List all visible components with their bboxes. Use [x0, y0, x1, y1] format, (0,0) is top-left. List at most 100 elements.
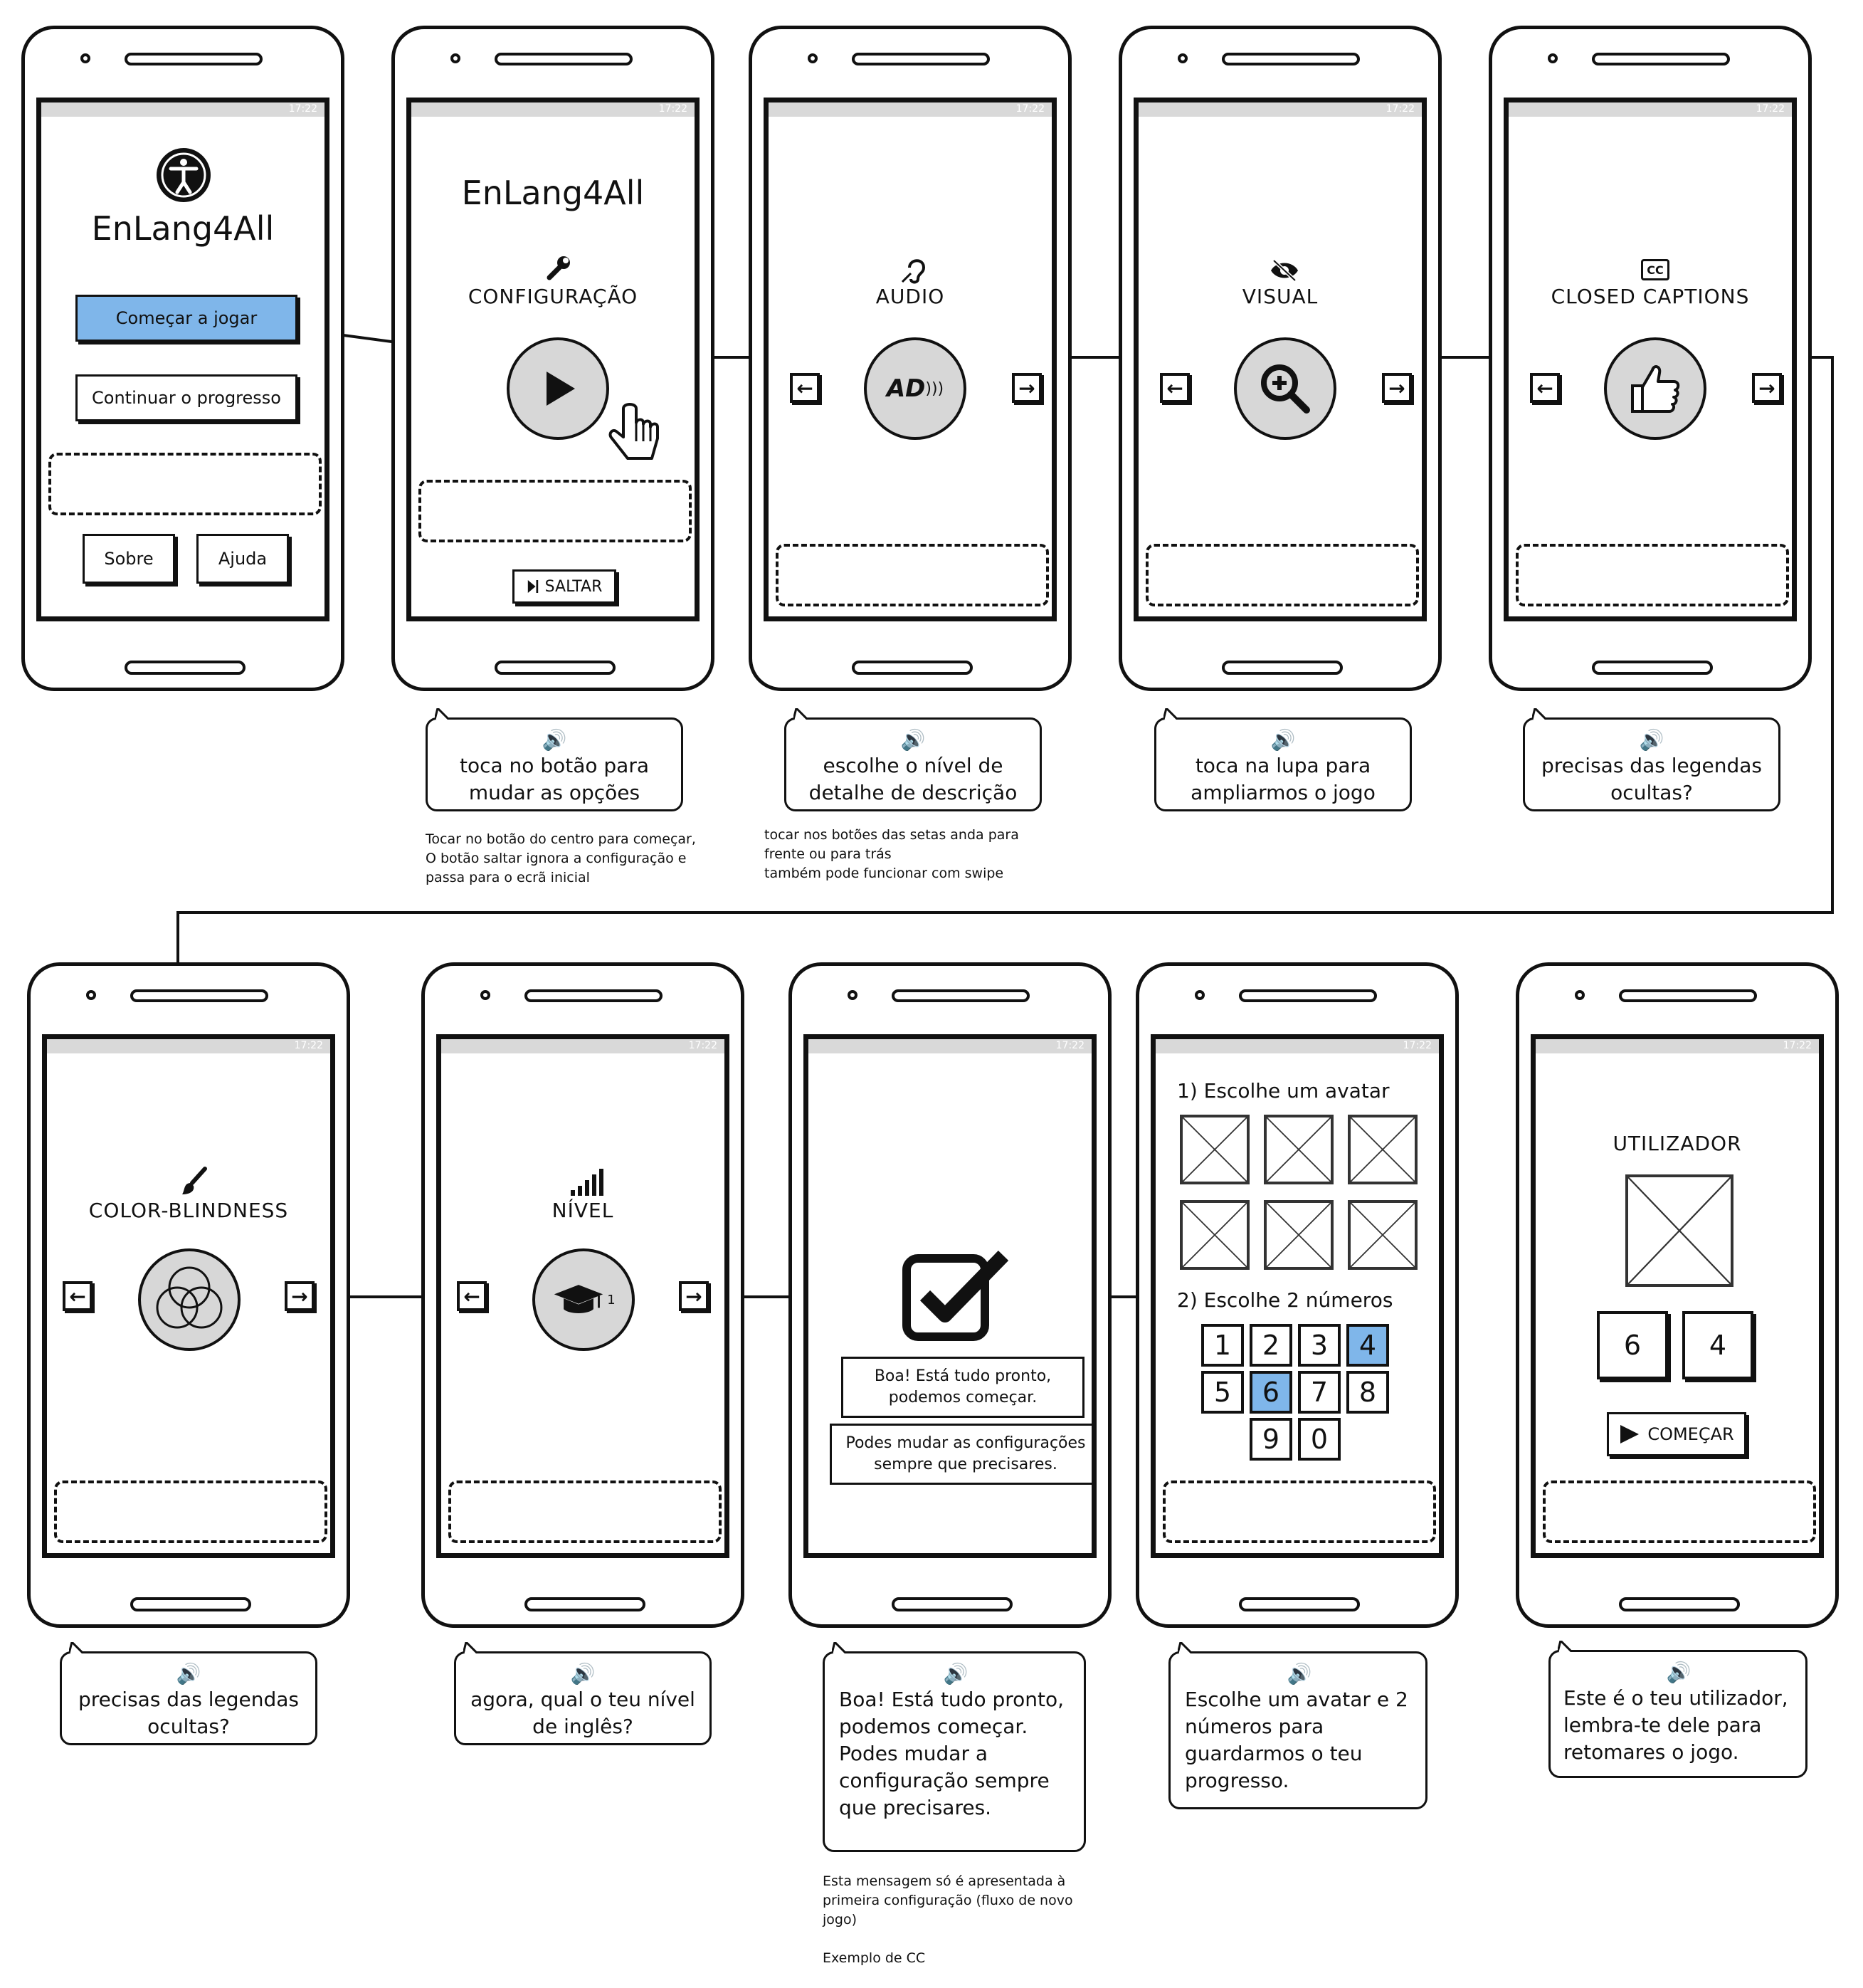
paintbrush-icon — [179, 1166, 208, 1197]
avatar-option[interactable] — [1264, 1115, 1334, 1184]
prev-button[interactable]: ← — [63, 1281, 93, 1311]
step-2-label: 2) Escolhe 2 números — [1177, 1288, 1393, 1312]
phone-home-button — [1592, 661, 1713, 675]
start-button[interactable]: COMEÇAR — [1607, 1412, 1746, 1456]
status-bar: 17:22 — [1139, 102, 1422, 117]
avatar-option[interactable] — [1264, 1200, 1334, 1270]
color-blindness-label: COLOR-BLINDNESS — [88, 1199, 289, 1222]
number-key[interactable]: 1 — [1201, 1324, 1244, 1367]
thumbs-up-icon — [1631, 365, 1680, 413]
phone-speaker — [130, 989, 268, 1002]
caption-area — [418, 480, 692, 542]
color-filter-button[interactable] — [138, 1248, 241, 1351]
config-label: CONFIGURAÇÃO — [468, 285, 638, 308]
avatar-option[interactable] — [1348, 1115, 1418, 1184]
audio-description-button[interactable]: AD))) — [864, 337, 966, 440]
screen-visual: 17:22 VISUAL ← → — [1134, 98, 1427, 621]
caption-area — [1163, 1481, 1436, 1543]
number-key[interactable]: 9 — [1250, 1418, 1292, 1461]
start-game-button[interactable]: Começar a jogar — [75, 295, 297, 342]
prev-button[interactable]: ← — [1530, 373, 1560, 403]
screen-profile: 17:22 1) Escolhe um avatar 2) Escolhe 2 … — [1151, 1034, 1444, 1558]
arrow-right-icon: → — [1388, 376, 1405, 400]
note-ready: Esta mensagem só é apresentada à primeir… — [823, 1873, 1073, 1966]
avatar-option[interactable] — [1180, 1115, 1250, 1184]
phone-home-button — [1222, 661, 1343, 675]
next-button[interactable]: → — [1382, 373, 1412, 403]
speech-bubble-colorblind: 🔊 precisas das legendas ocultas? — [60, 1642, 317, 1745]
phone-color-blindness: 17:22 COLOR-BLINDNESS ← → — [27, 962, 350, 1628]
phone-camera — [80, 53, 90, 63]
avatar-option[interactable] — [1348, 1200, 1418, 1270]
number-key-selected[interactable]: 6 — [1250, 1371, 1292, 1414]
speaker-icon: 🔊 — [900, 728, 926, 752]
next-button[interactable]: → — [285, 1281, 315, 1311]
speech-bubble-cc: 🔊 precisas das legendas ocultas? — [1523, 708, 1780, 811]
arrow-left-icon: ← — [69, 1284, 86, 1308]
number-key[interactable]: 2 — [1250, 1324, 1292, 1367]
avatar-option[interactable] — [1180, 1200, 1250, 1270]
phone-home-button — [524, 1597, 645, 1611]
thumbs-up-button[interactable] — [1604, 337, 1706, 440]
phone-home-button — [1239, 1597, 1360, 1611]
arrow-right-icon: → — [1758, 376, 1775, 400]
audio-description-icon: AD — [886, 374, 926, 403]
arrow-left-icon: ← — [463, 1284, 480, 1308]
speech-bubble-ready: 🔊 Boa! Está tudo pronto, podemos começar… — [823, 1642, 1086, 1852]
status-bar: 17:22 — [1156, 1039, 1439, 1053]
screen-ready: 17:22 Boa! Está tudo pronto, podemos com… — [803, 1034, 1097, 1558]
about-button[interactable]: Sobre — [83, 534, 175, 584]
speech-bubble-visual: 🔊 toca na lupa para ampliarmos o jogo — [1154, 708, 1412, 811]
arrow-left-icon: ← — [796, 376, 813, 400]
prev-button[interactable]: ← — [457, 1281, 487, 1311]
status-bar: 17:22 — [1536, 1039, 1819, 1053]
speech-bubble-audio: 🔊 escolhe o nível de detalhe de descriçã… — [784, 708, 1042, 811]
phone-home: 17:22 EnLang4All Começar a jogar Continu… — [21, 26, 344, 691]
speaker-icon: 🔊 — [570, 1662, 596, 1685]
number-key[interactable]: 3 — [1298, 1324, 1341, 1367]
phone-speaker — [1592, 53, 1730, 65]
number-key-selected[interactable]: 4 — [1346, 1324, 1389, 1367]
wrench-icon — [544, 253, 572, 282]
config-play-button[interactable] — [507, 337, 609, 440]
user-number-2: 4 — [1682, 1311, 1753, 1379]
status-bar: 17:22 — [47, 1039, 330, 1053]
number-key[interactable]: 0 — [1298, 1418, 1341, 1461]
phone-audio: 17:22 AUDIO ← AD))) → — [749, 26, 1072, 691]
next-button[interactable]: → — [679, 1281, 709, 1311]
phone-speaker — [495, 53, 633, 65]
phone-profile: 17:22 1) Escolhe um avatar 2) Escolhe 2 … — [1136, 962, 1459, 1628]
help-button[interactable]: Ajuda — [196, 534, 289, 584]
caption-area — [448, 1481, 722, 1543]
number-key[interactable]: 8 — [1346, 1371, 1389, 1414]
arrow-right-icon: → — [291, 1284, 308, 1308]
level-button[interactable]: 1 — [532, 1248, 635, 1351]
status-bar: 17:22 — [769, 102, 1052, 117]
graduation-cap-icon — [554, 1285, 603, 1313]
phone-camera — [1548, 53, 1558, 63]
phone-home-button — [1619, 1597, 1740, 1611]
continue-progress-button[interactable]: Continuar o progresso — [75, 374, 297, 421]
phone-config: 17:22 EnLang4All CONFIGURAÇÃO SALTAR — [391, 26, 714, 691]
screen-home: 17:22 EnLang4All Começar a jogar Continu… — [36, 98, 329, 621]
number-key[interactable]: 7 — [1298, 1371, 1341, 1414]
screen-config: 17:22 EnLang4All CONFIGURAÇÃO SALTAR — [406, 98, 700, 621]
skip-button[interactable]: SALTAR — [512, 569, 616, 604]
app-title: EnLang4All — [461, 174, 645, 212]
prev-button[interactable]: ← — [790, 373, 820, 403]
play-icon — [1620, 1425, 1640, 1443]
magnifier-button[interactable] — [1234, 337, 1336, 440]
arrow-left-icon: ← — [1536, 376, 1553, 400]
phone-home-button — [130, 1597, 251, 1611]
speaker-icon: 🔊 — [943, 1662, 969, 1685]
next-button[interactable]: → — [1752, 373, 1782, 403]
number-key[interactable]: 5 — [1201, 1371, 1244, 1414]
status-bar: 17:22 — [1509, 102, 1792, 117]
app-title: EnLang4All — [91, 209, 275, 248]
prev-button[interactable]: ← — [1160, 373, 1190, 403]
phone-visual: 17:22 VISUAL ← → — [1119, 26, 1442, 691]
speaker-icon: 🔊 — [542, 728, 567, 752]
screen-closed-captions: 17:22 CC CLOSED CAPTIONS ← → — [1504, 98, 1797, 621]
next-button[interactable]: → — [1012, 373, 1042, 403]
phone-camera — [1575, 990, 1585, 1000]
